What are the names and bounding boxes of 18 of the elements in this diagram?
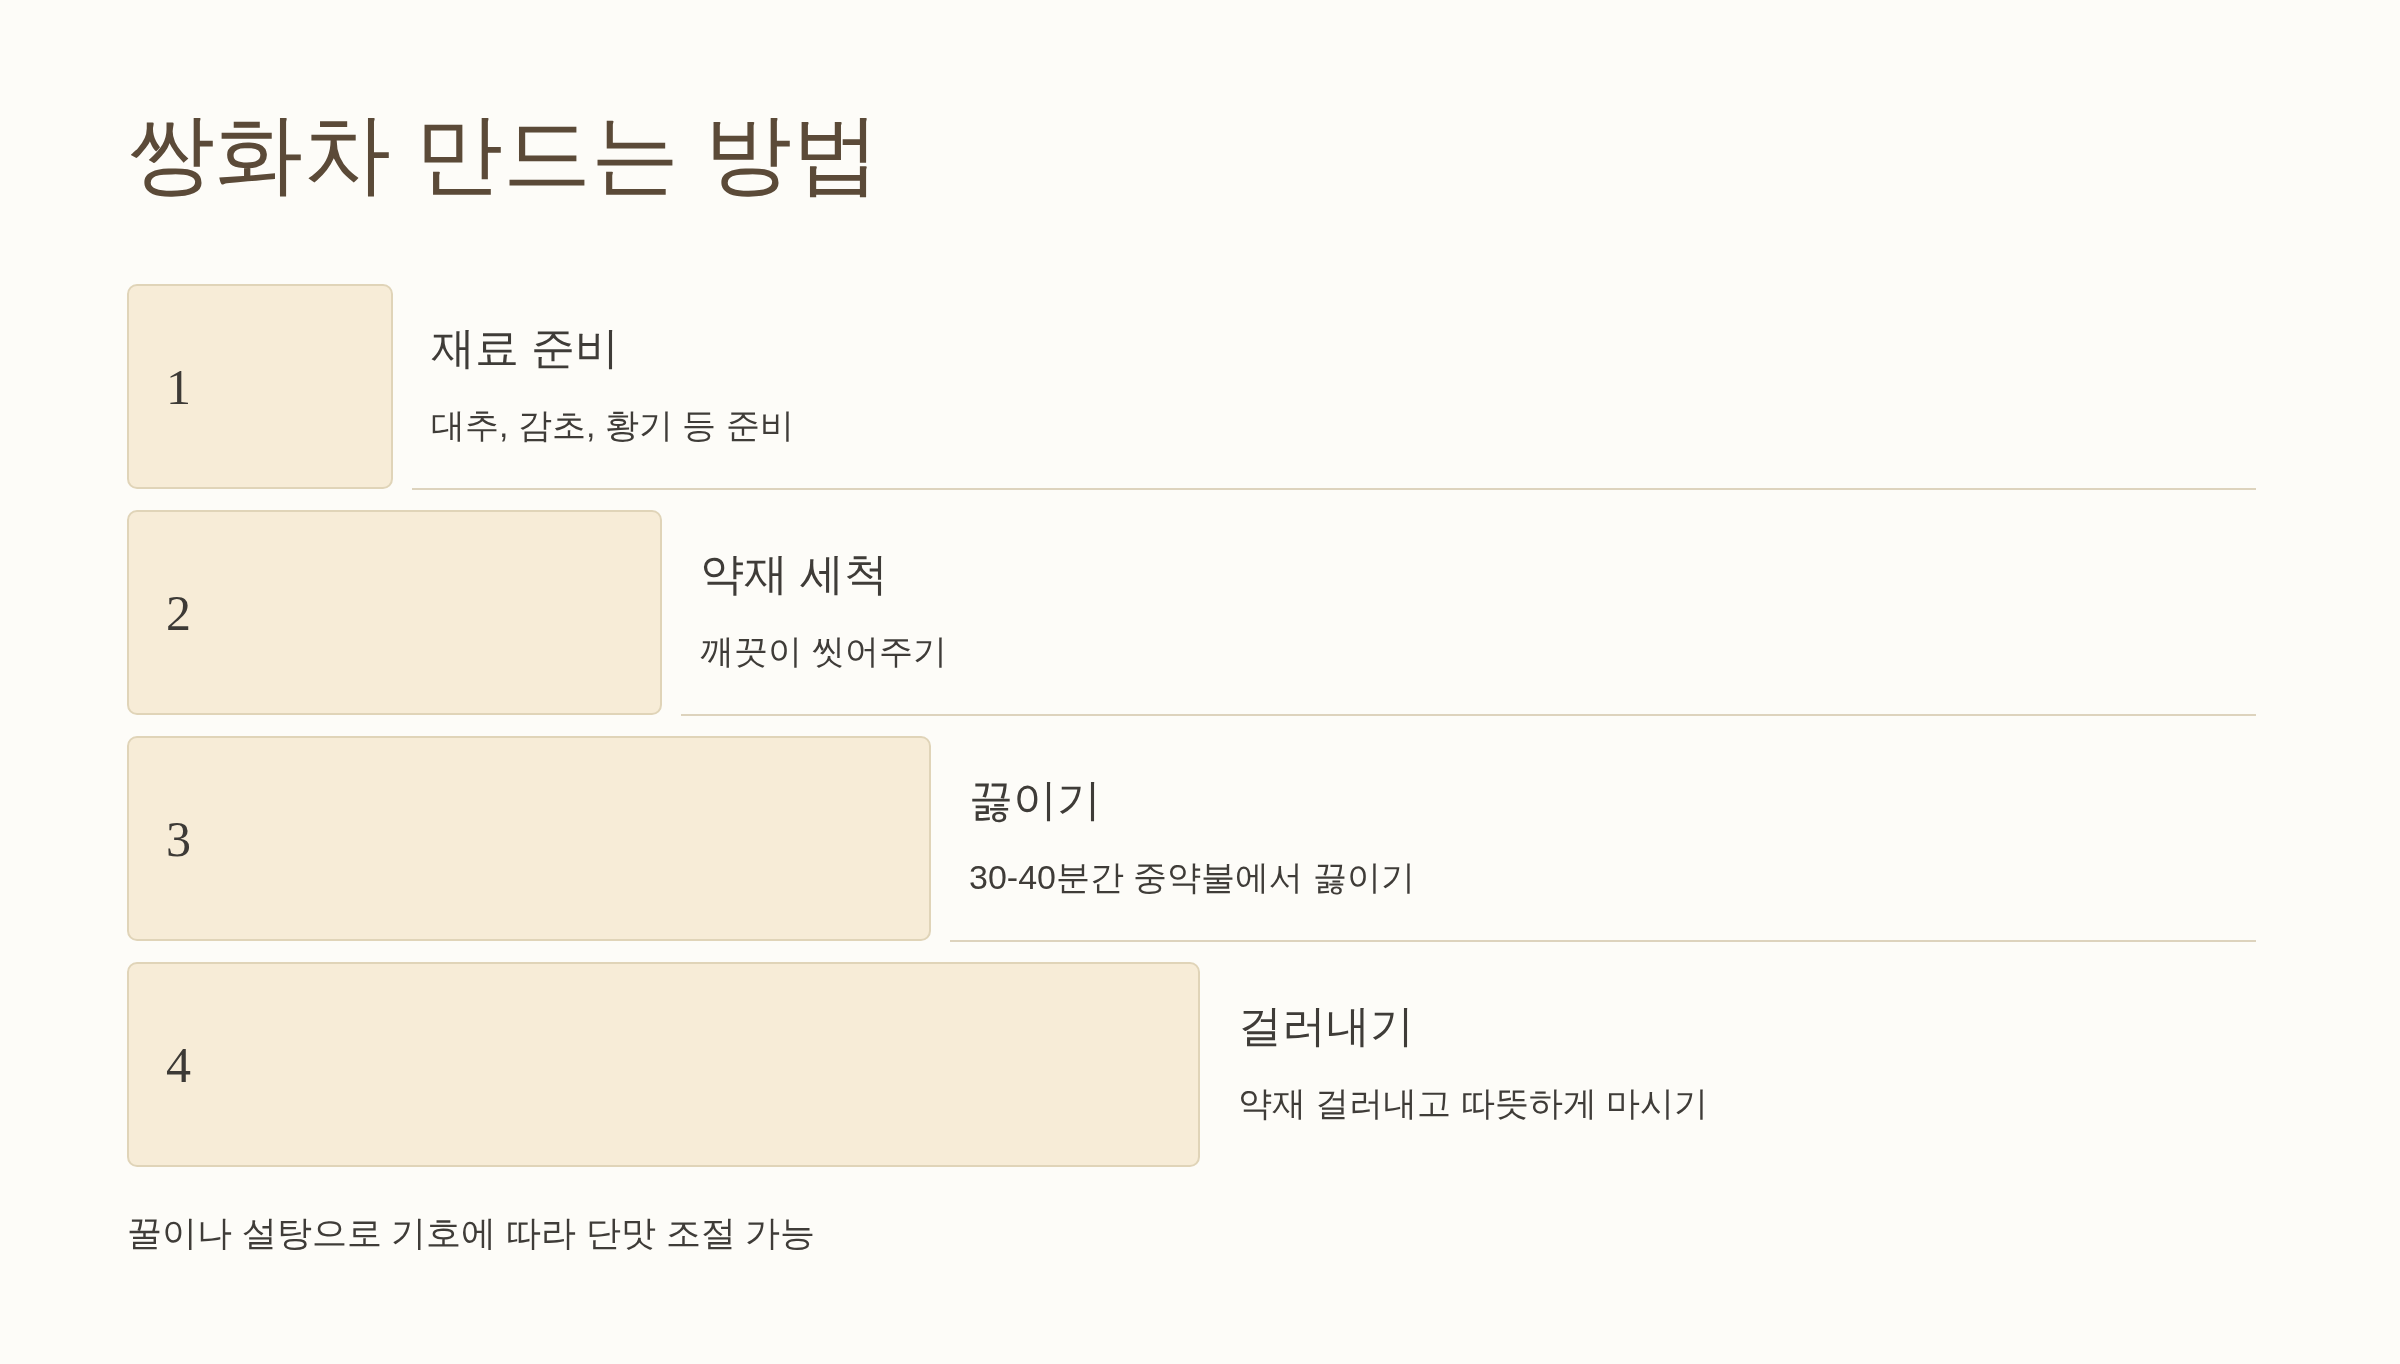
- step-number: 3: [166, 809, 191, 869]
- step-heading: 약재 세척: [700, 548, 890, 600]
- step-description: 대추, 감초, 황기 등 준비: [431, 405, 794, 446]
- step-box: [127, 284, 393, 489]
- step-number: 2: [166, 583, 191, 643]
- step-description: 깨끗이 씻어주기: [700, 631, 948, 672]
- step-heading: 재료 준비: [431, 322, 621, 374]
- step-description: 30-40분간 중약불에서 끓이기: [969, 857, 1415, 898]
- step-number: 4: [166, 1035, 191, 1095]
- step-description: 약재 걸러내고 따뜻하게 마시기: [1238, 1083, 1709, 1124]
- step-box: [127, 962, 1200, 1167]
- note-text: 꿀이나 설탕으로 기호에 따라 단맛 조절 가능: [127, 1212, 816, 1254]
- step-number: 1: [166, 357, 191, 417]
- step-box: [127, 510, 662, 715]
- step-box: [127, 736, 931, 941]
- step-heading: 걸러내기: [1238, 1000, 1415, 1052]
- title: 쌍화차 만드는 방법: [127, 106, 880, 202]
- step-heading: 끓이기: [969, 774, 1102, 826]
